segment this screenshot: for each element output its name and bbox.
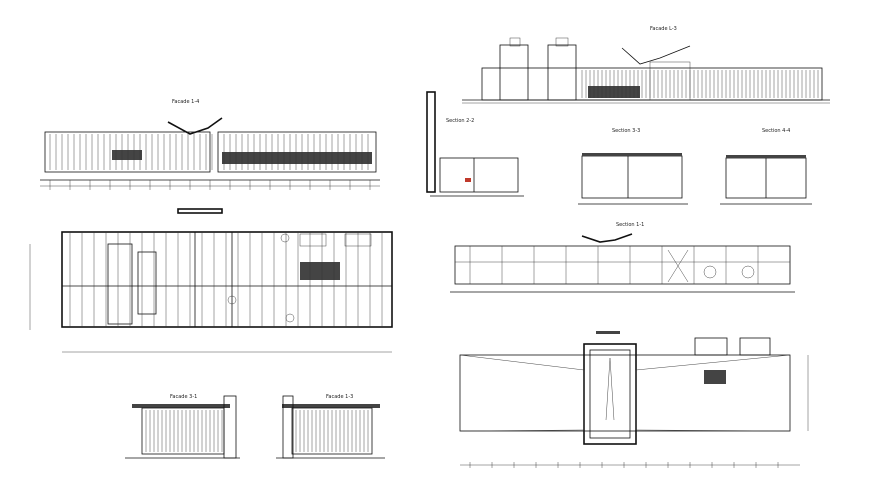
section-1-1: Section 1-1 [450,222,795,293]
facade-1-3-elevation: Facade 1-3 [276,394,385,459]
section-4-4: Section 4-4 [720,128,812,205]
facade-l3-elevation: Facade L-3 [462,26,830,104]
facade-l3-title: Facade L-3 [650,26,677,32]
roof-plan [459,331,809,468]
facade-1-4-elevation: Facade 1-4 [40,99,380,190]
facade-1-4-title: Facade 1-4 [172,99,199,105]
section-2-2-title: Section 2-2 [446,118,474,124]
facade-3-1-title: Facade 3-1 [170,394,197,400]
floor-plan [29,208,393,353]
facade-3-1-elevation: Facade 3-1 [125,394,240,459]
section-3-3: Section 3-3 [578,128,688,205]
facade-1-3-title: Facade 1-3 [326,394,353,400]
section-1-1-title: Section 1-1 [616,222,644,228]
section-4-4-title: Section 4-4 [762,128,790,134]
section-2-2: Section 2-2 [426,91,524,197]
section-3-3-title: Section 3-3 [612,128,640,134]
